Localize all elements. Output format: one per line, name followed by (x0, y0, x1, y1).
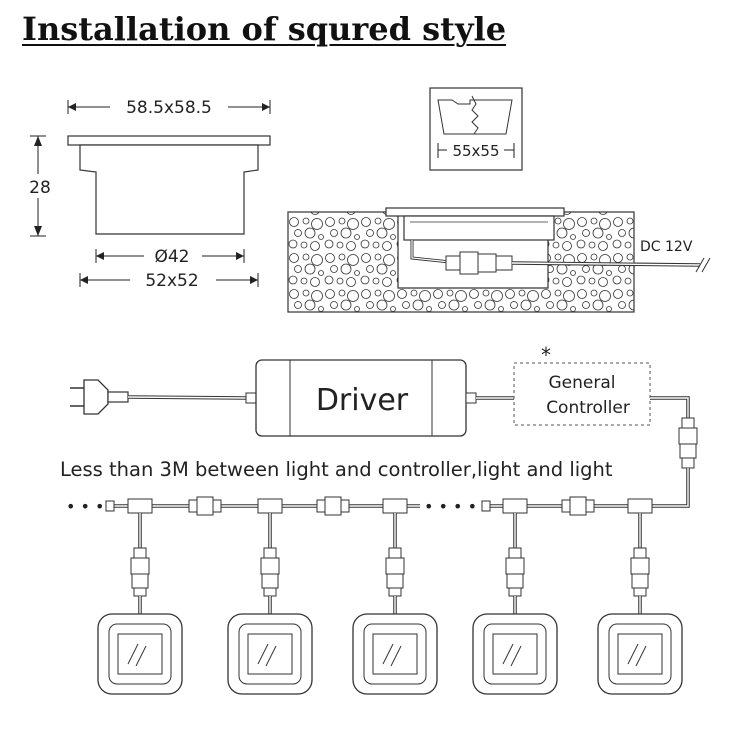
controller-label-line2: Controller (546, 398, 630, 418)
controller-output-connector (678, 417, 698, 469)
dim-top-width: 58.5x58.5 (126, 98, 212, 118)
bus-connector (316, 499, 326, 513)
tee-junction (502, 498, 528, 514)
light-lens (117, 633, 163, 675)
fixture-dimension-drawing: 58.5x58.5 28 Ø42 (24, 98, 271, 291)
power-plug (70, 379, 247, 415)
cutout-detail: 55x55 (429, 87, 523, 171)
tee-junction (382, 498, 408, 514)
light-chain: • • • • • • • (66, 496, 683, 695)
general-controller-box (513, 362, 651, 426)
bus-end-cap (105, 500, 115, 512)
drop-connector (133, 547, 147, 559)
driver-label: Driver (316, 383, 409, 418)
controller-label-line1: General (549, 373, 616, 393)
dim-inner-diameter: Ø42 (154, 247, 189, 267)
drop-connector (508, 547, 522, 559)
tee-junction (127, 498, 153, 514)
fixture-flange (67, 135, 271, 146)
light-lens (372, 633, 418, 675)
drop-connector (633, 547, 647, 559)
drop-connector (388, 547, 402, 559)
dim-cutout: 55x55 (452, 142, 499, 160)
dim-bottom-width: 52x52 (145, 271, 198, 291)
light-lens (492, 633, 538, 675)
ellipsis-middle: • • • • (424, 497, 477, 516)
power-input-label: DC 12V (640, 239, 693, 255)
installed-fixture-flange (385, 207, 565, 217)
fixture-body (79, 144, 259, 235)
bus-connector (561, 499, 571, 513)
light-lens (617, 633, 663, 675)
bus-end-cap (481, 500, 491, 512)
driver-section: Driver * General Controller (70, 343, 698, 508)
ellipsis-left: • • • (66, 497, 104, 516)
controller-asterisk: * (541, 343, 551, 367)
installation-cross-section: DC 12V (287, 207, 711, 313)
tee-junction (627, 498, 653, 514)
tee-junction (257, 498, 283, 514)
bus-connector (188, 499, 198, 513)
installed-fixture-body (403, 215, 555, 241)
spacing-note: Less than 3M between light and controlle… (60, 458, 613, 481)
drop-connector (263, 547, 277, 559)
light-lens (247, 633, 293, 675)
page-title: Installation of squred style (22, 10, 507, 48)
dim-height: 28 (29, 178, 51, 198)
